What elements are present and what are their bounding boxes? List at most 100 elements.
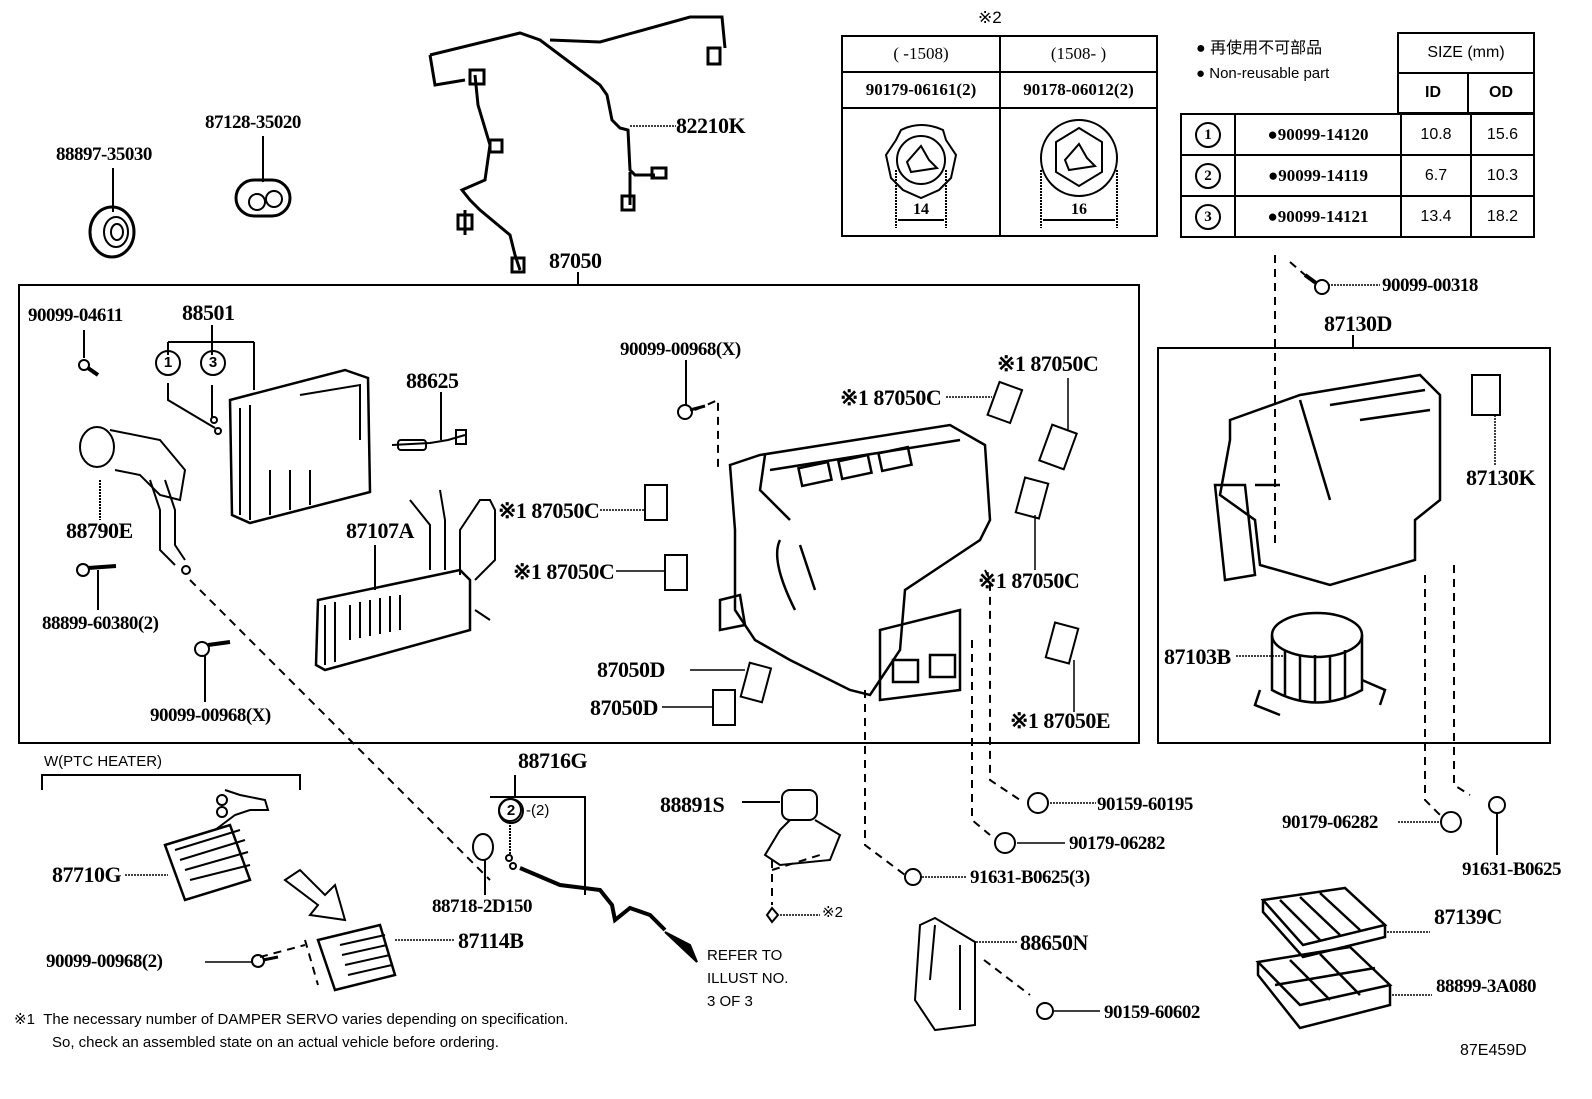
dashed-assembly-lines <box>189 255 1471 996</box>
oring-num: 2 <box>1195 162 1221 189</box>
part-label-87128-35020[interactable]: 87128-35020 <box>205 112 301 133</box>
oring-ref-2: 2 <box>498 798 524 824</box>
part-label-88716g[interactable]: 88716G <box>518 748 588 773</box>
part-label-87050d-1[interactable]: 87050D <box>597 657 665 682</box>
legend-jp: ● 再使用不可部品 <box>1196 40 1322 58</box>
evaporator-88501-icon <box>167 325 372 525</box>
footnote: ※1 The necessary number of DAMPER SERVO … <box>14 1008 568 1054</box>
part-label-87710g[interactable]: 87710G <box>52 862 122 887</box>
part-label-88897-35030[interactable]: 88897-35030 <box>56 144 152 165</box>
part-label-87050c-4[interactable]: ※1 87050C <box>513 559 615 584</box>
footnote-mark: ※1 <box>14 1011 35 1028</box>
damper-servo-icons <box>644 374 1501 726</box>
part-label-90099-04611[interactable]: 90099-04611 <box>28 305 123 326</box>
aspirator-88891s-icon <box>742 789 842 924</box>
oring-od: 18.2 <box>1470 195 1535 238</box>
ptc-heater-group <box>41 774 455 992</box>
part-label-87050c-1[interactable]: ※1 87050C <box>840 385 942 410</box>
bolt-table-drawing-2: 16 <box>999 107 1158 237</box>
part-label-87130k[interactable]: 87130K <box>1466 465 1536 490</box>
oring-id: 10.8 <box>1400 113 1472 156</box>
part-label-90099-00968-x-left[interactable]: 90099-00968(X) <box>150 705 271 726</box>
oring-part[interactable]: ●90099-14120 <box>1234 113 1402 156</box>
non-reusable-bullet-icon: ● <box>1196 40 1206 57</box>
grommet-87128-icon <box>234 136 292 218</box>
oring-row: 1 ●90099-14120 10.8 15.6 <box>1180 113 1535 156</box>
nut-flange-icon: 14 <box>884 123 958 228</box>
oring-part[interactable]: ●90099-14119 <box>1234 154 1402 197</box>
fastener-icons-bottom <box>904 792 1506 1020</box>
blower-case-87130d-icon <box>1213 373 1442 587</box>
part-label-88891s[interactable]: 88891S <box>660 792 725 817</box>
sensor-88625-icon <box>391 392 467 451</box>
part-label-88650n[interactable]: 88650N <box>1020 930 1088 955</box>
part-label-90159-60195[interactable]: 90159-60195 <box>1097 794 1193 815</box>
oring-num-cell: 3 <box>1180 195 1236 238</box>
part-label-87130d[interactable]: 87130D <box>1324 311 1392 336</box>
bolt-table-part-2[interactable]: 90178-06012(2) <box>999 71 1158 109</box>
oring-ref-2-qty: -(2) <box>526 802 550 819</box>
part-label-87050[interactable]: 87050 <box>549 248 602 273</box>
part-label-90099-00968-2[interactable]: 90099-00968(2) <box>46 951 163 972</box>
part-label-87050c-2[interactable]: ※1 87050C <box>997 351 1099 376</box>
part-label-87050d-2[interactable]: 87050D <box>590 695 658 720</box>
legend-en-text: Non-reusable part <box>1209 65 1330 82</box>
bolt-table-header-2: (1508- ) <box>999 35 1158 73</box>
refer-line-2: ILLUST NO. <box>707 970 789 987</box>
part-label-88718-2d150[interactable]: 88718-2D150 <box>432 896 533 917</box>
part-label-88625[interactable]: 88625 <box>406 368 459 393</box>
part-label-87103b[interactable]: 87103B <box>1164 644 1231 669</box>
part-label-90099-00318[interactable]: 90099-00318 <box>1382 275 1478 296</box>
bolt-table: ( -1508) (1508- ) 90179-06161(2) 90178-0… <box>841 35 1158 237</box>
oring-num: 1 <box>1195 121 1221 148</box>
blower-motor-87103b-icon <box>1253 611 1387 717</box>
part-label-87139c[interactable]: 87139C <box>1434 904 1502 929</box>
oring-ref-3: 3 <box>200 350 226 376</box>
part-label-91631-b0625-3[interactable]: 91631-B0625(3) <box>970 867 1090 888</box>
part-label-90159-60602[interactable]: 90159-60602 <box>1104 1002 1200 1023</box>
part-label-91631-b0625[interactable]: 91631-B0625 <box>1462 859 1562 880</box>
mark-ref-2: ※2 <box>822 904 843 921</box>
size-header: SIZE (mm) <box>1397 32 1535 74</box>
bolt-90099-04611-icon <box>78 330 100 377</box>
oring-od: 15.6 <box>1470 113 1535 156</box>
part-label-87114b[interactable]: 87114B <box>458 928 524 953</box>
part-label-87050c-5[interactable]: ※1 87050C <box>978 568 1080 593</box>
part-label-90179-06282-right[interactable]: 90179-06282 <box>1282 812 1378 833</box>
part-label-88899-60380[interactable]: 88899-60380(2) <box>42 613 159 634</box>
grommet-88897-icon <box>88 168 136 259</box>
part-label-88899-3a080[interactable]: 88899-3A080 <box>1436 976 1537 997</box>
ptc-heater-group-label: W(PTC HEATER) <box>44 753 163 770</box>
screw-90099-00318-icon <box>1303 273 1330 295</box>
oring-id: 6.7 <box>1400 154 1472 197</box>
bolt-table-header-1: ( -1508) <box>841 35 1001 73</box>
part-label-87050c-3[interactable]: ※1 87050C <box>498 498 600 523</box>
heater-core-87107a-icon <box>314 489 496 672</box>
screw-90099-00968-mid-icon <box>677 360 706 420</box>
unit-87130d-frame <box>1157 347 1551 744</box>
footnote-line-1: The necessary number of DAMPER SERVO var… <box>43 1011 569 1028</box>
part-label-82210k[interactable]: 82210K <box>676 113 746 138</box>
oring-num: 3 <box>1195 203 1221 230</box>
part-label-88501[interactable]: 88501 <box>182 300 235 325</box>
wire-harness-82210k-icon <box>428 15 727 274</box>
oring-row: 3 ●90099-14121 13.4 18.2 <box>1180 195 1535 238</box>
leader-lines <box>600 284 1496 712</box>
control-module-88650n-icon <box>913 916 1018 1032</box>
oring-part[interactable]: ●90099-14121 <box>1234 195 1402 238</box>
refer-note[interactable]: REFER TO ILLUST NO. 3 OF 3 <box>707 944 788 1013</box>
illustration-code: 87E459D <box>1460 1042 1527 1059</box>
col-od-header: OD <box>1467 72 1535 114</box>
part-label-88790e[interactable]: 88790E <box>66 518 133 543</box>
oring-num-cell: 2 <box>1180 154 1236 197</box>
part-label-90179-06282-mid[interactable]: 90179-06282 <box>1069 833 1165 854</box>
expansion-valve-88790e-icon <box>79 426 191 575</box>
part-label-90099-00968-x-mid[interactable]: 90099-00968(X) <box>620 339 741 360</box>
part-label-87107a[interactable]: 87107A <box>346 518 414 543</box>
bolt-table-part-1[interactable]: 90179-06161(2) <box>841 71 1001 109</box>
refer-line-3: 3 OF 3 <box>707 993 753 1010</box>
part-label-87050e[interactable]: ※1 87050E <box>1010 708 1111 733</box>
legend-en: ● Non-reusable part <box>1196 65 1330 83</box>
oring-table: 1 ●90099-14120 10.8 15.6 2 ●90099-14119 … <box>1180 113 1535 238</box>
